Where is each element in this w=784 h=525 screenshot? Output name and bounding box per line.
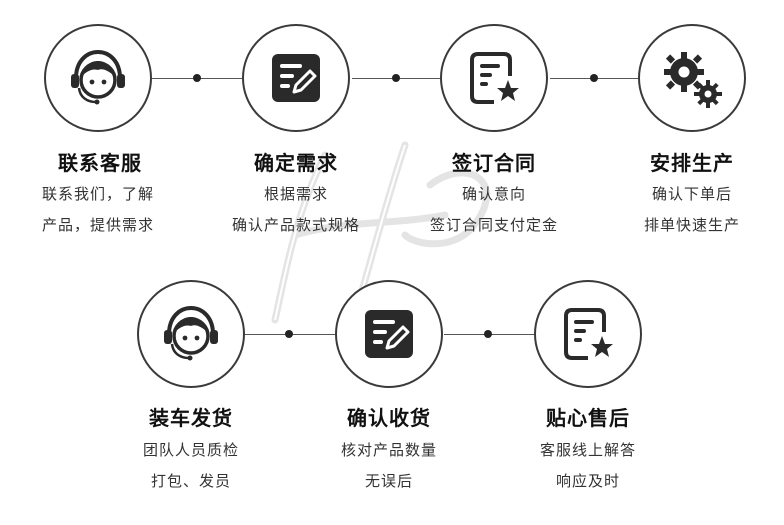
step-desc-line2: 产品，提供需求 — [41, 216, 154, 234]
step-title: 装车发货 — [149, 406, 233, 430]
step-title: 联系客服 — [58, 151, 142, 175]
step-2-circle — [242, 24, 350, 132]
step-7-circle — [534, 280, 642, 388]
step-5-circle — [137, 280, 245, 388]
step-desc-line2: 签订合同支付定金 — [429, 216, 558, 234]
step-title: 确定需求 — [254, 151, 338, 175]
step-1-circle — [44, 24, 152, 132]
step-desc-line2: 排单快速生产 — [643, 216, 740, 234]
headset-person-icon — [164, 305, 218, 361]
step-desc-line1: 客服线上解答 — [539, 441, 636, 459]
connector-dot — [193, 74, 201, 82]
step-4-circle — [638, 24, 746, 132]
connector-dot — [484, 330, 492, 338]
step-desc-line1: 团队人员质检 — [142, 441, 239, 459]
contract-star-icon — [470, 52, 519, 104]
step-desc-line1: 确认意向 — [461, 185, 526, 203]
edit-document-icon — [365, 310, 413, 358]
step-title: 安排生产 — [650, 151, 734, 175]
connector-dot — [285, 330, 293, 338]
step-desc-line1: 确认下单后 — [651, 185, 732, 203]
step-title: 确认收货 — [347, 406, 431, 430]
edit-document-icon — [272, 54, 320, 102]
step-desc-line2: 无误后 — [364, 472, 413, 490]
contract-star-icon — [564, 308, 613, 360]
step-desc-line2: 打包、发员 — [150, 472, 231, 490]
step-desc-line2: 确认产品款式规格 — [231, 216, 360, 234]
connector-dot — [392, 74, 400, 82]
step-title: 贴心售后 — [546, 406, 630, 430]
connector-dot — [590, 74, 598, 82]
gears-icon — [664, 52, 722, 108]
step-desc-line1: 核对产品数量 — [340, 441, 437, 459]
step-6-circle — [335, 280, 443, 388]
step-desc-line1: 根据需求 — [263, 185, 328, 203]
step-desc-line2: 响应及时 — [555, 472, 620, 490]
step-title: 签订合同 — [452, 151, 536, 175]
step-3-circle — [440, 24, 548, 132]
step-desc-line1: 联系我们，了解 — [41, 185, 154, 203]
headset-person-icon — [71, 49, 125, 105]
